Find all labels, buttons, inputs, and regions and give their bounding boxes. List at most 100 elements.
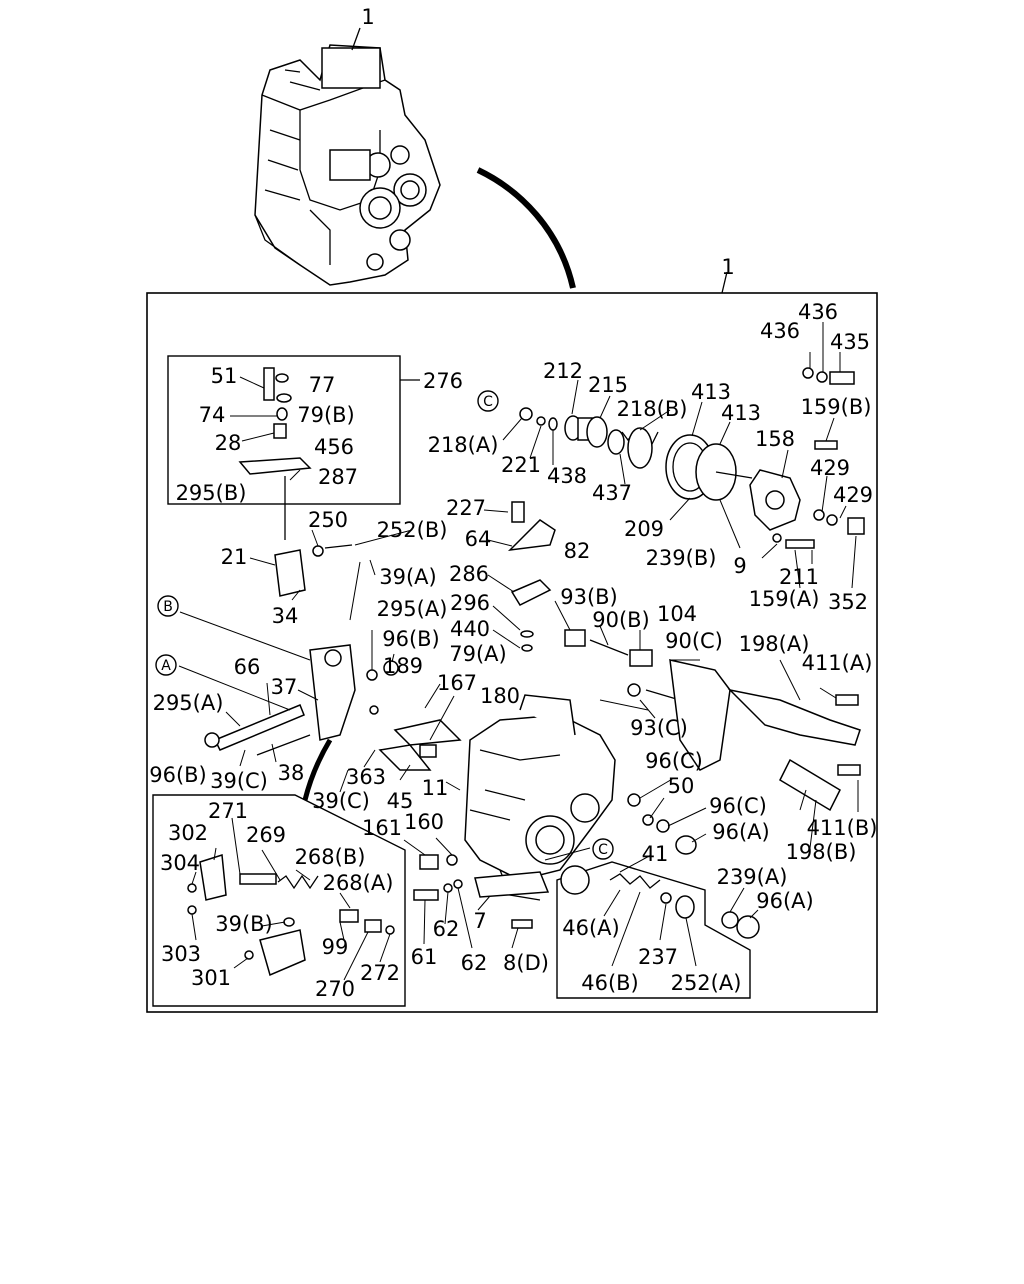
- part-label: 7: [473, 909, 486, 933]
- part-label: 237: [638, 945, 678, 969]
- part-label: 39(B): [215, 912, 273, 936]
- part-label: 268(B): [295, 845, 366, 869]
- part-label: 239(B): [646, 546, 717, 570]
- part-label: 90(C): [665, 629, 723, 653]
- main-frame: [146, 292, 878, 1013]
- part-label: 158: [755, 427, 795, 451]
- part-label: 268(A): [323, 871, 394, 895]
- callout-letter: A: [161, 658, 171, 674]
- part-label: 440: [450, 617, 490, 641]
- part-label: 96(C): [709, 794, 767, 818]
- part-label: 159(A): [749, 587, 820, 611]
- callout-letter: B: [163, 599, 173, 615]
- callout-circle: [477, 390, 499, 412]
- part-label: 413: [691, 380, 731, 404]
- part-label: 96(A): [756, 889, 813, 913]
- part-label: 1: [721, 255, 734, 279]
- part-label: 413: [721, 401, 761, 425]
- part-label: 301: [191, 966, 231, 990]
- callout-marker: C: [592, 838, 614, 860]
- callout-circle: [592, 838, 614, 860]
- part-label: 38: [278, 761, 305, 785]
- part-label: 45: [387, 789, 414, 813]
- part-label: 411(B): [807, 816, 878, 840]
- part-label: 227: [446, 496, 486, 520]
- part-label: 302: [168, 821, 208, 845]
- part-label: 303: [161, 942, 201, 966]
- part-label: 352: [828, 590, 868, 614]
- part-label: 272: [360, 961, 400, 985]
- callout-circle: [157, 595, 179, 617]
- callout-marker: A: [155, 654, 177, 676]
- part-label: 66: [234, 655, 261, 679]
- part-label: 456: [314, 435, 354, 459]
- part-label: 296: [450, 591, 490, 615]
- part-label: 28: [215, 431, 242, 455]
- misc-parts: [378, 501, 861, 939]
- callout-letter: C: [598, 842, 608, 858]
- part-label: 82: [564, 539, 591, 563]
- part-label: 198(A): [739, 632, 810, 656]
- part-label: 304: [160, 851, 200, 875]
- part-label: 34: [272, 604, 299, 628]
- part-label: 96(C): [645, 749, 703, 773]
- part-label: 161: [362, 816, 402, 840]
- part-label: 74: [199, 403, 226, 427]
- part-label: 51: [211, 364, 238, 388]
- part-label: 64: [465, 527, 492, 551]
- pump-housing: [464, 694, 616, 901]
- callout-markers: C B A C: [155, 390, 614, 860]
- part-label: 212: [543, 359, 583, 383]
- part-label: 37: [271, 675, 298, 699]
- part-label: 438: [547, 464, 587, 488]
- part-label: 99: [322, 935, 349, 959]
- part-label: 1: [361, 5, 374, 29]
- part-label: 287: [318, 465, 358, 489]
- part-label: 411(A): [802, 651, 873, 675]
- part-label: 41: [642, 842, 669, 866]
- part-label: 39(C): [210, 769, 268, 793]
- part-label: 11: [422, 776, 449, 800]
- part-label: 180: [480, 684, 520, 708]
- part-label: 218(B): [617, 397, 688, 421]
- part-label: 46(B): [581, 971, 639, 995]
- part-label: 9: [733, 554, 746, 578]
- callout-marker: C: [477, 390, 499, 412]
- part-label: 215: [588, 373, 628, 397]
- part-label: 93(C): [630, 716, 688, 740]
- part-label: 159(B): [801, 395, 872, 419]
- part-label: 104: [657, 602, 697, 626]
- part-label: 252(B): [377, 518, 448, 542]
- diaphragm-stack: [519, 367, 865, 549]
- part-label: 62: [461, 951, 488, 975]
- callout-circle: [155, 654, 177, 676]
- part-label: 50: [668, 774, 695, 798]
- part-label: 437: [592, 481, 632, 505]
- part-label: 61: [411, 945, 438, 969]
- part-label: 211: [779, 565, 819, 589]
- part-label: 21: [221, 545, 248, 569]
- part-label: 271: [208, 799, 248, 823]
- part-label: 209: [624, 517, 664, 541]
- part-label: 46(A): [562, 916, 619, 940]
- part-label: 39(C): [312, 789, 370, 813]
- inset-276-parts: [238, 367, 312, 540]
- part-label: 436: [798, 300, 838, 324]
- part-label: 252(A): [671, 971, 742, 995]
- part-label: 79(A): [449, 642, 506, 666]
- part-label: 218(A): [428, 433, 499, 457]
- part-label: 8(D): [503, 951, 549, 975]
- part-label: 96(B): [382, 627, 440, 651]
- part-label: 295(A): [377, 597, 448, 621]
- leader-lines: [178, 322, 859, 981]
- part-label: 90(B): [592, 608, 650, 632]
- lever-linkage: [187, 544, 399, 977]
- part-label: 429: [810, 456, 850, 480]
- part-label: 96(B): [149, 763, 207, 787]
- part-label: 286: [449, 562, 489, 586]
- part-label: 62: [433, 917, 460, 941]
- part-label: 269: [246, 823, 286, 847]
